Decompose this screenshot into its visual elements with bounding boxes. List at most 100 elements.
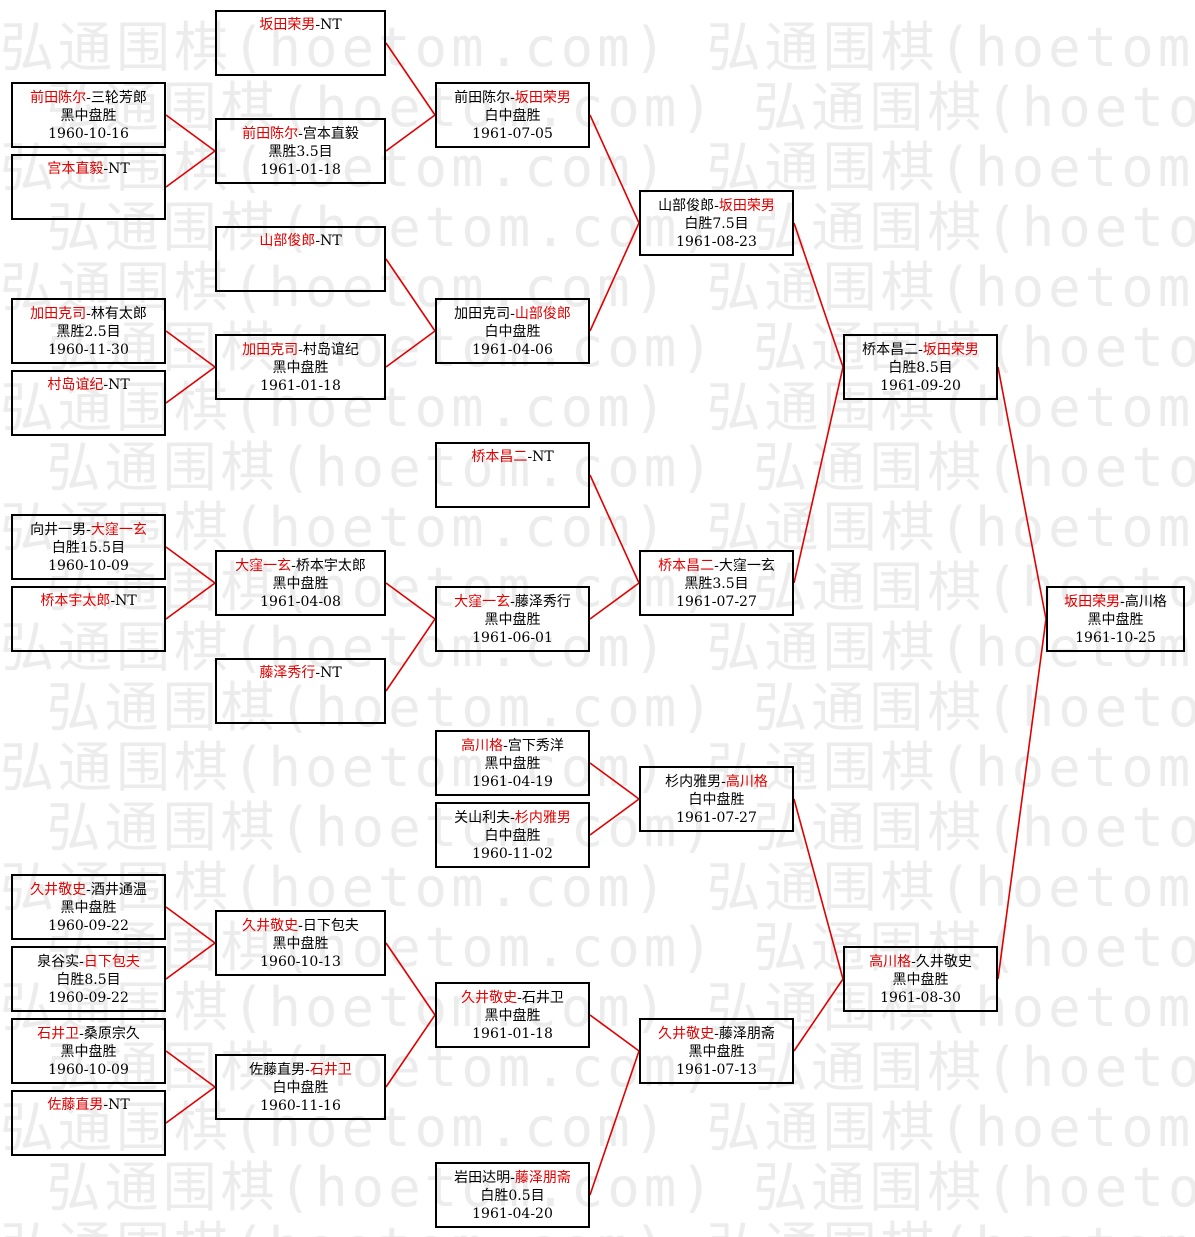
player-2-name: 杉内雅男 (514, 810, 571, 826)
player-1-name: 杉内雅男 (665, 774, 722, 790)
players-separator: - (721, 774, 726, 790)
match-players: 大窪一玄-桥本宇太郎 (217, 557, 384, 575)
player-1-name: 久井敬史 (461, 990, 518, 1006)
match-box-r1a: 前田陈尔-三轮芳郎黑中盘胜 1960-10-16 (11, 82, 166, 148)
match-players: 久井敬史-日下包夫 (217, 917, 384, 935)
players-separator: - (714, 558, 719, 574)
players-separator: - (517, 990, 522, 1006)
players-separator: - (298, 342, 303, 358)
match-players: 前田陈尔-三轮芳郎 (13, 89, 164, 107)
match-date: 1960-10-16 (48, 126, 129, 142)
match-box-r1j: 佐藤直男-NT (11, 1090, 166, 1156)
match-result: 黑中盘胜 (484, 1008, 541, 1024)
match-date: 1961-10-25 (1075, 630, 1156, 646)
players-separator: - (86, 90, 91, 106)
player-1-name: 大窪一玄 (454, 594, 511, 610)
players-separator: - (315, 233, 321, 249)
player-2-name: 林有太郎 (90, 306, 147, 322)
player-2-name: NT (108, 161, 130, 177)
match-box-r3c: 桥本昌二-NT (435, 442, 590, 508)
match-players: 岩田达明-藤泽朋斋 (437, 1169, 588, 1187)
players-separator: - (291, 558, 296, 574)
match-date: 1960-09-22 (48, 990, 129, 1006)
player-1-name: 加田克司 (30, 306, 87, 322)
match-players: 坂田荣男-NT (217, 16, 384, 34)
player-2-name: 桥本宇太郎 (295, 558, 366, 574)
player-1-name: 久井敬史 (30, 882, 87, 898)
match-box-r2a: 坂田荣男-NT (215, 10, 386, 76)
match-date: 1960-10-09 (48, 1062, 129, 1078)
players-separator: - (86, 882, 91, 898)
connector-r2a-r3a (385, 42, 436, 116)
connector-r2f-r3d (385, 618, 436, 692)
players-separator: - (86, 306, 91, 322)
match-result: 白胜8.5目 (56, 972, 121, 988)
match-players: 高川格-宫下秀洋 (437, 737, 588, 755)
player-2-name: 坂田荣男 (718, 198, 775, 214)
players-separator: - (1120, 594, 1125, 610)
match-date: 1961-09-20 (880, 378, 961, 394)
match-players: 宫本直毅-NT (13, 160, 164, 178)
match-players: 佐藤直男-NT (13, 1096, 164, 1114)
player-1-name: 久井敬史 (658, 1026, 715, 1042)
match-players: 加田克司-山部俊郎 (437, 305, 588, 323)
connector-r2b-r3a (385, 114, 436, 152)
connector-r4b-r5a (793, 366, 844, 584)
players-separator: - (103, 161, 109, 177)
match-box-r2c: 山部俊郎-NT (215, 226, 386, 292)
players-separator: - (103, 377, 109, 393)
match-result: 白胜7.5目 (684, 216, 749, 232)
connector-r3h-r4d (589, 1050, 640, 1196)
player-2-name: NT (532, 449, 554, 465)
match-result: 黑中盘胜 (60, 1044, 117, 1060)
match-players: 山部俊郎-坂田荣男 (641, 197, 792, 215)
match-date: 1961-04-08 (260, 594, 341, 610)
connector-r1b-r2b (165, 150, 216, 188)
match-players: 桥本昌二-NT (437, 448, 588, 466)
connector-r5a-final (997, 366, 1047, 620)
connector-r3c-r4b (589, 474, 640, 584)
match-players: 前田陈尔-坂田荣男 (437, 89, 588, 107)
player-1-name: 加田克司 (454, 306, 511, 322)
players-separator: - (911, 954, 916, 970)
match-date: 1961-04-20 (472, 1206, 553, 1222)
player-1-name: 桥本昌二 (862, 342, 919, 358)
players-separator: - (298, 918, 303, 934)
match-result: 黑胜2.5目 (56, 324, 121, 340)
match-box-r4a: 山部俊郎-坂田荣男白胜7.5目 1961-08-23 (639, 190, 794, 256)
match-result: 白中盘胜 (688, 792, 745, 808)
player-1-name: 石井卫 (37, 1026, 80, 1042)
players-separator: - (510, 810, 515, 826)
match-date: 1961-08-23 (676, 234, 757, 250)
player-2-name: 石井卫 (521, 990, 564, 1006)
connector-r4c-r5b (793, 798, 844, 980)
match-result: 黑中盘胜 (1087, 612, 1144, 628)
match-players: 加田克司-林有太郎 (13, 305, 164, 323)
player-2-name: 石井卫 (309, 1062, 352, 1078)
connector-r1e-r2e (165, 546, 216, 584)
match-date: 1961-01-18 (260, 378, 341, 394)
connector-r2h-r3g (385, 1014, 436, 1088)
match-result: 黑中盘胜 (60, 900, 117, 916)
match-result: 黑中盘胜 (60, 108, 117, 124)
match-players: 桥本昌二-大窪一玄 (641, 557, 792, 575)
match-date: 1961-07-13 (676, 1062, 757, 1078)
player-2-name: 坂田荣男 (922, 342, 979, 358)
match-result: 白中盘胜 (484, 828, 541, 844)
player-1-name: 高川格 (461, 738, 504, 754)
player-2-name: 藤泽秀行 (514, 594, 571, 610)
